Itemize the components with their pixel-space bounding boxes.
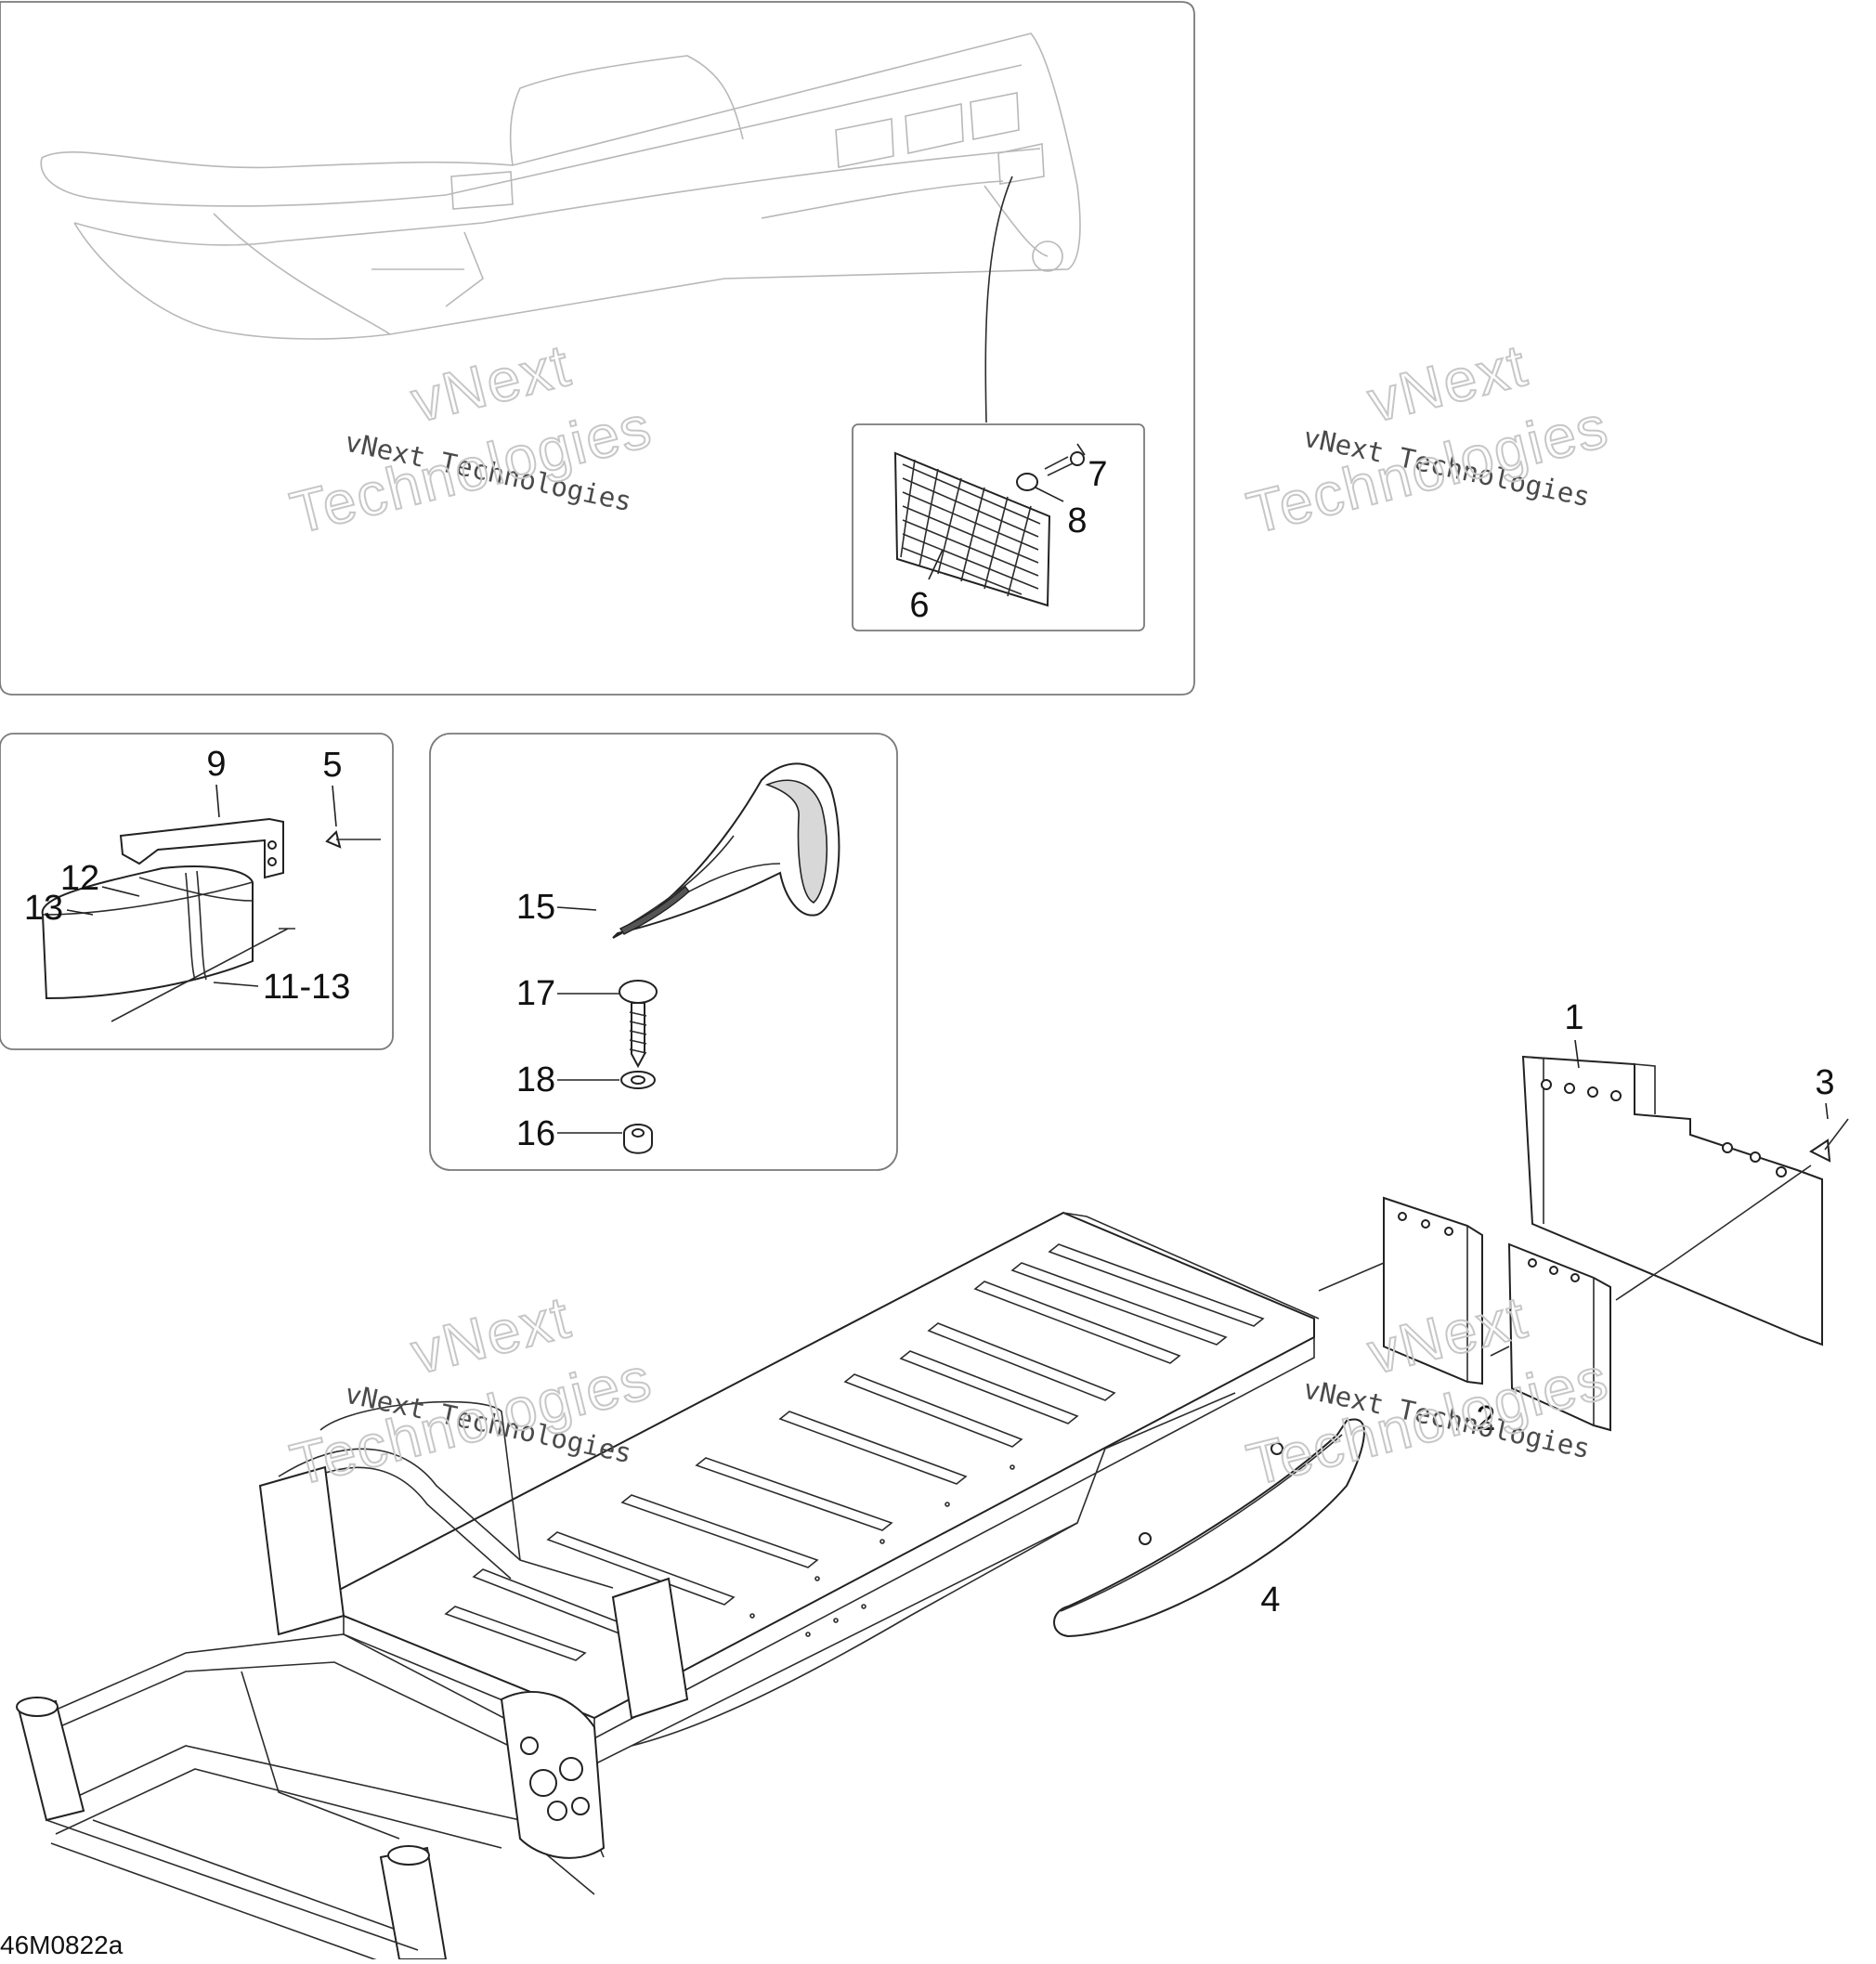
flap-assembly: 1 3 2 (1318, 998, 1849, 1438)
decal-inset: 6 8 7 (852, 423, 1145, 631)
bag-part (41, 865, 254, 1000)
seat-body-outline (40, 33, 1081, 340)
callout-6: 6 (909, 586, 929, 625)
screw-icon (1044, 451, 1085, 476)
callout-8: 8 (1067, 501, 1087, 540)
callout-11-13: 11-13 (263, 968, 350, 1007)
callout-3: 3 (1815, 1063, 1834, 1102)
tunnel-side-holes (749, 1464, 1015, 1637)
watermark-bottom-right: vNext Technologies vNext Technologies (1240, 1282, 1616, 1500)
tunnel-slots (444, 1243, 1265, 1661)
snowguard-4: 4 (1053, 1418, 1365, 1638)
callout-16: 16 (516, 1114, 555, 1153)
washer-18 (620, 1071, 656, 1089)
rivet-icon (325, 830, 381, 849)
callout-15: 15 (516, 888, 555, 927)
callout-4: 4 (1260, 1580, 1280, 1619)
callout-18: 18 (516, 1060, 555, 1099)
reference-code: 46M0822a (0, 1931, 124, 1959)
mud-flap-1 (1521, 1055, 1823, 1346)
callout-1: 1 (1564, 998, 1583, 1037)
rubber-flap-2b (1507, 1242, 1611, 1432)
rubber-flap-2a (1383, 1196, 1483, 1385)
callout-17: 17 (516, 974, 555, 1013)
screw-17 (619, 980, 658, 1069)
leader-decal (984, 176, 1013, 423)
callout-5: 5 (322, 746, 342, 785)
callout-9: 9 (206, 745, 226, 784)
rivet-3 (1809, 1118, 1849, 1163)
callout-12: 12 (60, 859, 99, 898)
callout-13: 13 (24, 889, 63, 928)
callout-2: 2 (1476, 1399, 1495, 1438)
washer-icon (1016, 473, 1038, 491)
watermark-top-right: vNext Technologies vNext Technologies (1240, 331, 1616, 548)
handle-part (612, 762, 840, 939)
top-panel: 6 8 7 vNext Technologies vNext Technolog… (0, 1, 1195, 696)
bracket-part (119, 817, 284, 879)
spacer-16 (623, 1124, 653, 1154)
handle-panel: 15 17 18 16 (429, 733, 898, 1171)
bag-panel: 9 5 12 13 11-13 (0, 733, 394, 1050)
callout-7: 7 (1088, 455, 1107, 494)
